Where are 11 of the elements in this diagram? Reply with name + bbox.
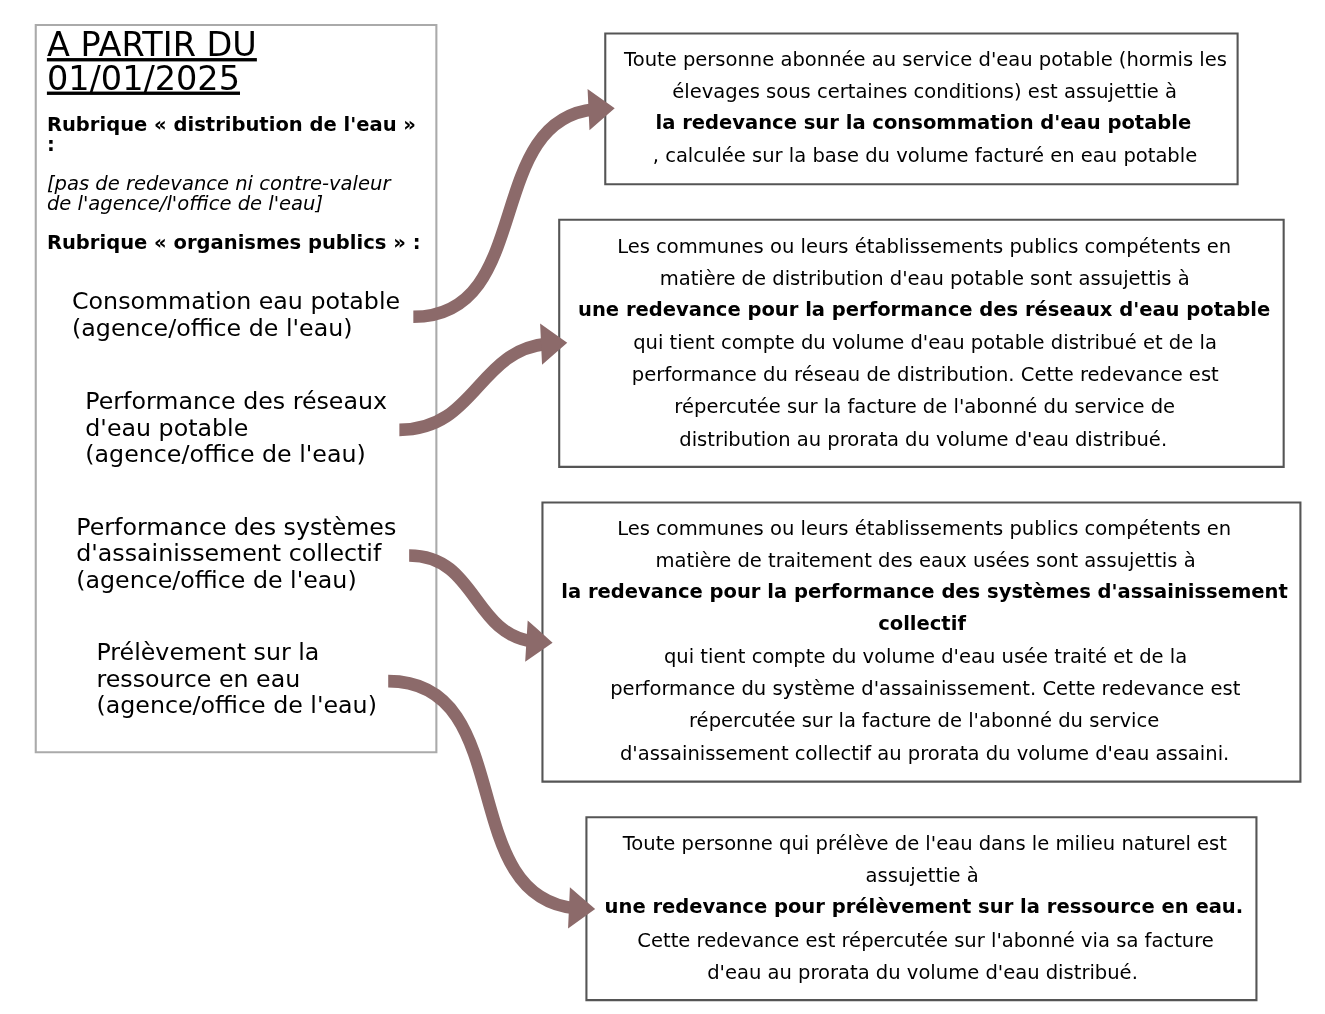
arrow [398, 323, 568, 437]
arrow [412, 88, 615, 324]
node-text: Prélèvement sur la ressource en eau (agence/office de l'eau) [96, 638, 377, 720]
node-box: Toute personne abonnée au service d'eau potable (hormis les élevages sous certaines conditions) est assujettie à la redevance sur la consommation d'eau potable, calculée sur la base du volume facturé en eau potable [604, 32, 1239, 186]
node-box: Les communes ou leurs établissements publics compétents en matière de distribution d'eau potable sont assujettis à une redevance pour la performance des réseaux d'eau potable qui tient compte du volume d'eau potable distribué et de la performance du réseau de distribution. Cette redevance est répercutée sur la facture de l'abonné du service de distribution au prorata du volume d'eau distribué. [558, 218, 1285, 468]
node-box: Toute personne qui prélève de l'eau dans le milieu naturel est assujettie à une redevance pour prélèvement sur la ressource en eau. Cette redevance est répercutée sur l'abonné via sa facture d'eau au prorata du volume d'eau distribué. [585, 816, 1258, 1002]
node-text: Performance des systèmes d'assainissement collectif (agence/office de l'eau) [76, 512, 397, 594]
node-text: Consommation eau potable (agence/office de l'eau) [72, 287, 401, 342]
node-box: Les communes ou leurs établissements publics compétents en matière de traitement des eaux usées sont assujettis à la redevance pour la performance des systèmes d'assainissement collectif qui tient compte du volume d'eau usée traité et de la performance du système d'assainissement. Cette redevance est répercutée sur la facture de l'abonné du service d'assainissement collectif au prorata du volume d'eau assaini. [541, 501, 1302, 783]
arrow [387, 674, 596, 929]
node-text: Performance des réseaux d'eau potable (agence/office de l'eau) [85, 387, 388, 469]
